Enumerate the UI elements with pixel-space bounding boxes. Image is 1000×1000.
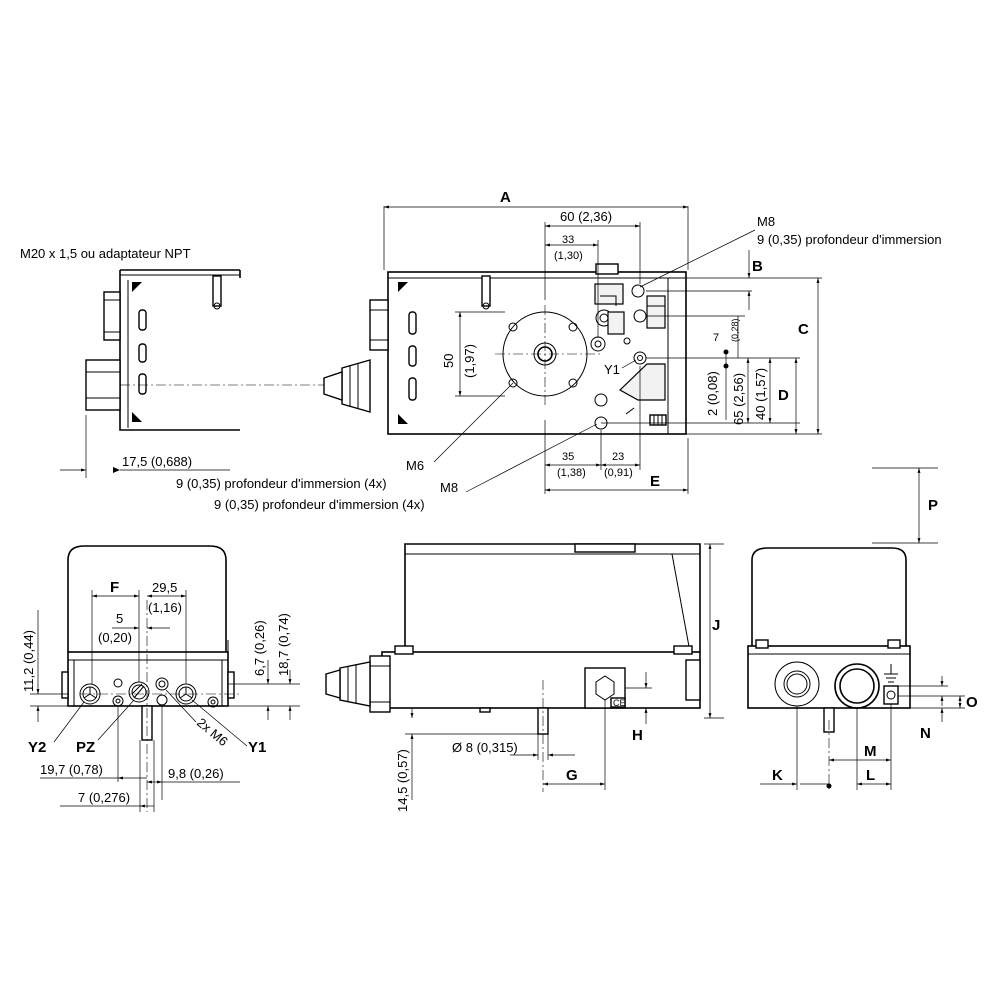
- dim-8: Ø 8 (0,315): [452, 740, 518, 755]
- port-pz-label: PZ: [76, 739, 95, 756]
- thread-note: M20 x 1,5 ou adaptateur NPT: [20, 246, 191, 261]
- dim-1-38: (1,38): [557, 467, 586, 479]
- dim-1-16: (1,16): [148, 600, 182, 615]
- label-K: K: [772, 767, 783, 784]
- label-M: M: [864, 743, 877, 760]
- ce-mark-icon: CE: [613, 698, 626, 708]
- front-view-bottom: CE J H G Ø 8 (0,315) 14,5 (0,57): [325, 543, 724, 812]
- label-A: A: [500, 189, 511, 206]
- label-N: N: [920, 725, 931, 742]
- dim-2: 2 (0,08): [705, 371, 720, 416]
- dim-17-5: 17,5 (0,688): [122, 454, 192, 469]
- depth-m8-note: 9 (0,35) profondeur d'immersion (4x): [214, 497, 425, 512]
- m8-bottom-label: M8: [440, 480, 458, 495]
- m8-top-label: M8: [757, 214, 775, 229]
- label-J: J: [712, 617, 720, 634]
- label-F: F: [110, 579, 119, 596]
- label-D: D: [778, 387, 789, 404]
- dim-65: 65 (2,56): [731, 373, 746, 425]
- m6-label: M6: [406, 458, 424, 473]
- dim-7-276: 7 (0,276): [78, 790, 130, 805]
- dim-9-8: 9,8 (0,26): [168, 766, 224, 781]
- depth-m6-note: 9 (0,35) profondeur d'immersion (4x): [176, 476, 387, 491]
- dim-1-97: (1,97): [462, 344, 477, 378]
- side-view-left: M20 x 1,5 ou adaptateur NPT 17,5 (0,688): [20, 246, 330, 478]
- dim-19-7: 19,7 (0,78): [40, 762, 103, 777]
- label-E: E: [650, 473, 660, 490]
- label-L: L: [866, 767, 875, 784]
- dim-6-7: 6,7 (0,26): [252, 620, 267, 676]
- end-view-right: K M L O N: [747, 547, 978, 790]
- dim-0-28: (0,28): [730, 318, 740, 342]
- dim-0-20: (0,20): [98, 630, 132, 645]
- port-y1-label: Y1: [248, 739, 266, 756]
- label-G: G: [566, 767, 578, 784]
- dim-50: 50: [441, 354, 456, 368]
- dim-7: 7: [713, 332, 719, 344]
- dim-P-group: P: [872, 467, 938, 544]
- dim-60: 60 (2,36): [560, 209, 612, 224]
- depth-top-note: 9 (0,35) profondeur d'immersion: [757, 232, 942, 247]
- dim-2x-m6: 2x M6: [194, 715, 231, 749]
- port-y2-label: Y2: [28, 739, 46, 756]
- dim-35: 35: [562, 451, 574, 463]
- dim-11-2: 11,2 (0,44): [21, 630, 36, 692]
- label-P: P: [928, 497, 938, 514]
- end-view-left: F 29,5 (1,16) 5 (0,20) 6,7 (0,26) 18,7 (…: [21, 545, 300, 812]
- dim-5: 5: [116, 611, 123, 626]
- dim-40: 40 (1,57): [753, 368, 768, 420]
- dim-33: 33: [562, 234, 574, 246]
- dim-23: 23: [612, 451, 624, 463]
- y1-top-label: Y1: [604, 362, 620, 377]
- dim-14-5: 14,5 (0,57): [395, 749, 410, 812]
- label-O: O: [966, 694, 978, 711]
- dim-0-91: (0,91): [604, 467, 633, 479]
- dim-18-7: 18,7 (0,74): [276, 613, 291, 676]
- label-H: H: [632, 727, 643, 744]
- label-B: B: [752, 258, 763, 275]
- dim-29-5: 29,5: [152, 580, 177, 595]
- front-view-top: A 60 (2,36) 33 (1,30) M8 9 (0,35) profon…: [176, 189, 942, 512]
- ground-icon: [884, 664, 898, 683]
- label-C: C: [798, 321, 809, 338]
- dim-1-30: (1,30): [554, 250, 583, 262]
